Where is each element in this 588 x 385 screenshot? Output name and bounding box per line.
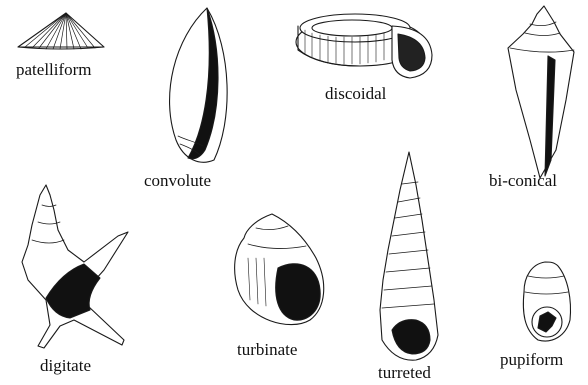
turreted-shell <box>380 152 438 360</box>
label-patelliform: patelliform <box>16 61 92 78</box>
label-turbinate: turbinate <box>237 341 297 358</box>
bi-conical-shell <box>508 6 574 178</box>
discoidal-shell <box>296 14 432 78</box>
patelliform-shell <box>18 13 104 49</box>
convolute-shell <box>170 8 228 162</box>
label-discoidal: discoidal <box>325 85 386 102</box>
digitate-shell <box>22 185 128 348</box>
label-turreted: turreted <box>378 364 431 381</box>
label-digitate: digitate <box>40 357 91 374</box>
label-pupiform: pupiform <box>500 351 563 368</box>
label-convolute: convolute <box>144 172 211 189</box>
turbinate-shell <box>235 214 324 325</box>
label-bi-conical: bi-conical <box>489 172 557 189</box>
pupiform-shell <box>523 262 570 341</box>
